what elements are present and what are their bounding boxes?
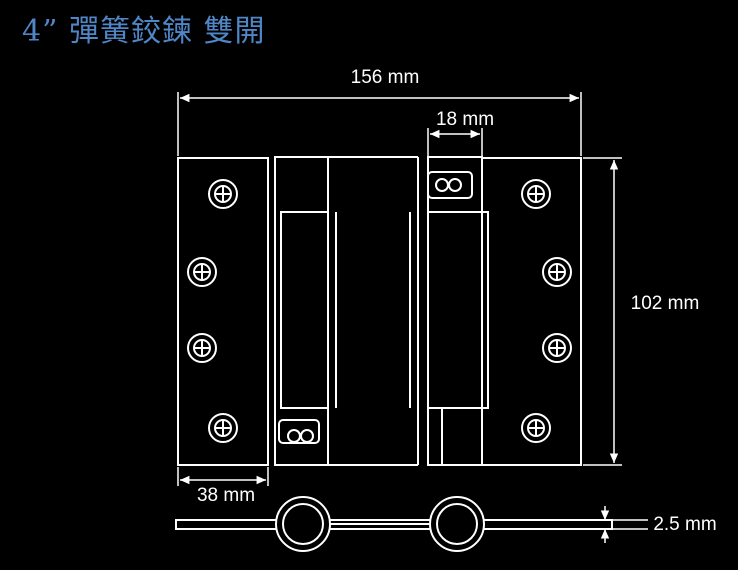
height-label: 102 mm <box>631 293 700 314</box>
bearing-ball-icon <box>435 178 449 192</box>
bearing-ball-icon <box>448 178 462 192</box>
thickness-label: 2.5 mm <box>653 514 716 535</box>
screw-hole-icon <box>542 333 572 363</box>
screw-hole-icon <box>187 257 217 287</box>
knuckle-width-label: 18 mm <box>436 109 494 130</box>
screw-hole-icon <box>542 257 572 287</box>
side-profile <box>175 496 613 552</box>
screw-hole-icon <box>208 179 238 209</box>
left-knuckle <box>274 156 329 466</box>
diagram-title: 4” 彈簧鉸鍊 雙開 <box>22 14 266 49</box>
overall-width-label: 156 mm <box>351 67 420 88</box>
screw-hole-icon <box>521 413 551 443</box>
bearing-ball-icon <box>287 429 301 443</box>
right-knuckle <box>427 156 489 466</box>
leaf-width-label: 38 mm <box>197 485 255 506</box>
right-leaf <box>481 157 582 466</box>
screw-hole-icon <box>187 333 217 363</box>
center-body <box>328 156 419 466</box>
bearing-ball-icon <box>300 429 314 443</box>
screw-hole-icon <box>521 179 551 209</box>
screw-hole-icon <box>208 413 238 443</box>
left-leaf <box>177 157 269 466</box>
